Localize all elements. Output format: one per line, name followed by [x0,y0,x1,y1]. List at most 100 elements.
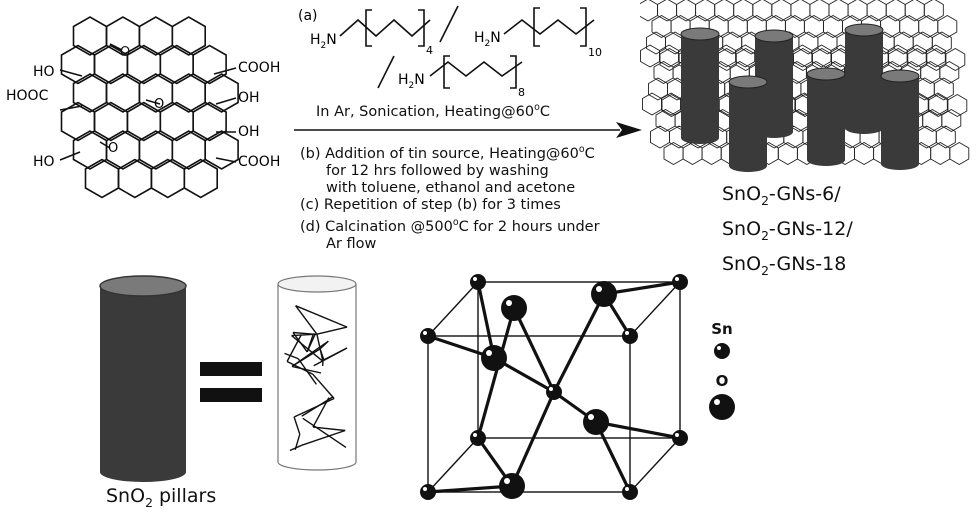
graphene-ring [867,0,886,21]
graphene-ring [917,126,936,148]
sn-atom [420,328,436,344]
graphene-ring [938,16,957,38]
carbon-ring [160,103,193,141]
carboxyl-label: COOH [238,60,280,76]
sn-atom [672,430,688,446]
epoxy-oxygen-label: O [108,141,118,156]
o-atom [499,473,525,499]
pillar-top [729,76,767,88]
carbon-ring [193,103,226,141]
carbon-ring [172,131,205,169]
separator-slash [378,56,394,88]
amine-group: H2N [474,30,501,49]
atoms [420,274,688,500]
step-b-line-3: with toluene, ethanol and acetone [300,180,600,197]
reaction-steps: (b) Addition of tin source, Heating@60oC… [300,141,600,253]
graphene-ring [824,16,843,38]
graphene-ring [950,143,969,165]
carbon-ring [74,17,107,55]
graphene-ring [654,62,673,84]
bracket-1 [366,10,424,46]
alkyl-chain-1 [340,20,430,36]
chain-length-subscript: 4 [426,44,433,57]
graphene-ring [640,0,658,21]
crystal-edge [302,397,334,417]
pillar-base [845,122,883,134]
graphene-ring [791,0,810,21]
graphene-ring [652,16,671,38]
graphene-ring [702,143,721,165]
bracket-3 [444,56,516,88]
sn-atom [470,430,486,446]
graphene-ring [734,0,753,21]
graphene-ring [881,16,900,38]
step-b: (b) Addition of tin source, Heating@60oC [300,141,600,163]
sn-atom [546,384,562,400]
hydroxyl-label: OH [238,124,260,140]
crystal-edge [307,334,315,352]
step-d: (d) Calcination @500oC for 2 hours under [300,214,600,236]
graphene-ring [651,126,670,148]
carbon-ring [205,74,238,112]
sn-atom [672,274,688,290]
graphene-ring [728,16,747,38]
carbon-ring [184,160,217,198]
carbon-ring [119,160,152,198]
carbon-ring [95,103,128,141]
sn-atom [622,328,638,344]
graphene-ring [810,0,829,21]
graphene-ring [658,0,677,21]
carbon-ring [74,131,107,169]
step-c: (c) Repetition of step (b) for 3 times [300,197,600,214]
graphene-ring [683,143,702,165]
graphene-ring [723,32,742,54]
graphene-ring [696,0,715,21]
carbon-ring [86,160,119,198]
crystal-network [285,306,348,451]
sn-atom [420,484,436,500]
step-b-line-2: for 12 hrs followed by washing [300,163,600,180]
legend-sn-label: Sn [700,320,744,338]
graphene-ring [818,32,837,54]
graphene-ring [641,45,660,67]
pillar-top [807,68,845,80]
graphene-ring [900,16,919,38]
pillar-body [845,30,883,128]
graphene-ring [931,143,950,165]
reaction-arrow [290,120,646,140]
graphene-ring [848,0,867,21]
graphene-ring [778,143,797,165]
chain-length-subscript: 10 [588,46,602,59]
product-label: SnO2-GNs-18 [722,250,853,285]
pillar-body [729,82,767,166]
pillar-body [681,34,719,138]
carbon-ring [193,46,226,84]
epoxy-oxygen-label: O [154,97,164,112]
pillar-body [807,74,845,160]
legend-o-label: O [700,372,744,390]
graphene-ring [919,16,938,38]
crystal-edge [317,327,347,334]
pillar-top [881,70,919,82]
crystal-edge [320,341,328,349]
hydroxyl-label: OH [238,90,260,106]
amine-group: H2N [398,72,425,91]
pillar-base [729,160,767,172]
graphene-ring [753,0,772,21]
sno2-pillar-solid [100,276,186,482]
carbon-ring [172,74,205,112]
graphene-ring [940,62,959,84]
carbon-ring [160,46,193,84]
sno2-pillar-crystal [278,276,356,470]
epoxy-oxygen-label: O [120,45,130,60]
step-a-label: (a) [298,8,318,24]
carbon-ring [151,160,184,198]
hydroxyl-label: HO [33,154,55,170]
pillar-top [845,24,883,36]
pillar-base [881,158,919,170]
alkyl-chain-2 [504,20,594,34]
legend-sn-atom [700,338,744,364]
reaction-conditions: In Ar, Sonication, Heating@60oC [316,99,550,121]
crystal-edge [314,348,347,366]
pillar-top [755,30,793,42]
